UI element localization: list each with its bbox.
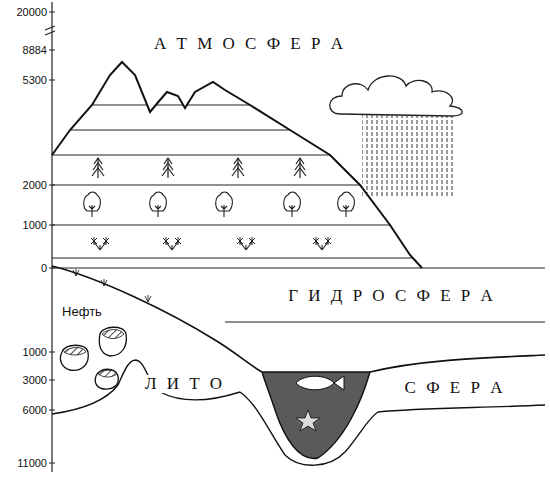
trench-outline xyxy=(240,392,378,465)
sea-level-line xyxy=(52,267,545,268)
shrubs xyxy=(91,237,331,250)
axis-value: 1000 xyxy=(23,219,47,231)
sphere-name: Г И Д Р О С Ф Е Р А xyxy=(285,287,499,306)
sphere-name: Л И Т О xyxy=(142,375,228,394)
hydrosphere-lower-line xyxy=(225,321,545,322)
axis-line xyxy=(51,2,52,472)
axis-value: 3000 xyxy=(23,374,47,386)
rain xyxy=(362,114,454,198)
fish xyxy=(296,376,344,390)
axis-value: 2000 xyxy=(23,179,47,191)
axis-value: 20000 xyxy=(16,6,47,18)
axis-value: 1000 xyxy=(23,346,47,358)
axis-value: 11000 xyxy=(17,457,47,469)
axis-value: 5300 xyxy=(23,74,47,86)
crust-boundary-right xyxy=(378,405,545,412)
axis-ticks xyxy=(49,12,55,463)
sea-floor-left xyxy=(52,266,262,372)
oil-deposits xyxy=(60,327,126,389)
axis-break xyxy=(45,26,55,35)
sea-floor-right xyxy=(370,355,545,372)
sphere-name: С Ф Е Р А xyxy=(402,379,509,398)
coastal-grass xyxy=(73,269,151,302)
sphere-name: А Т М О С Ф Е Р А xyxy=(154,35,346,54)
rain-cloud xyxy=(330,76,463,116)
axis-value: 8884 xyxy=(23,44,47,56)
axis-value: 6000 xyxy=(23,404,47,416)
starfish xyxy=(296,410,320,431)
resource-label: Нефть xyxy=(59,305,105,319)
conifer-trees xyxy=(92,158,306,178)
deciduous-trees xyxy=(84,192,355,217)
axis-value: 0 xyxy=(41,262,47,274)
